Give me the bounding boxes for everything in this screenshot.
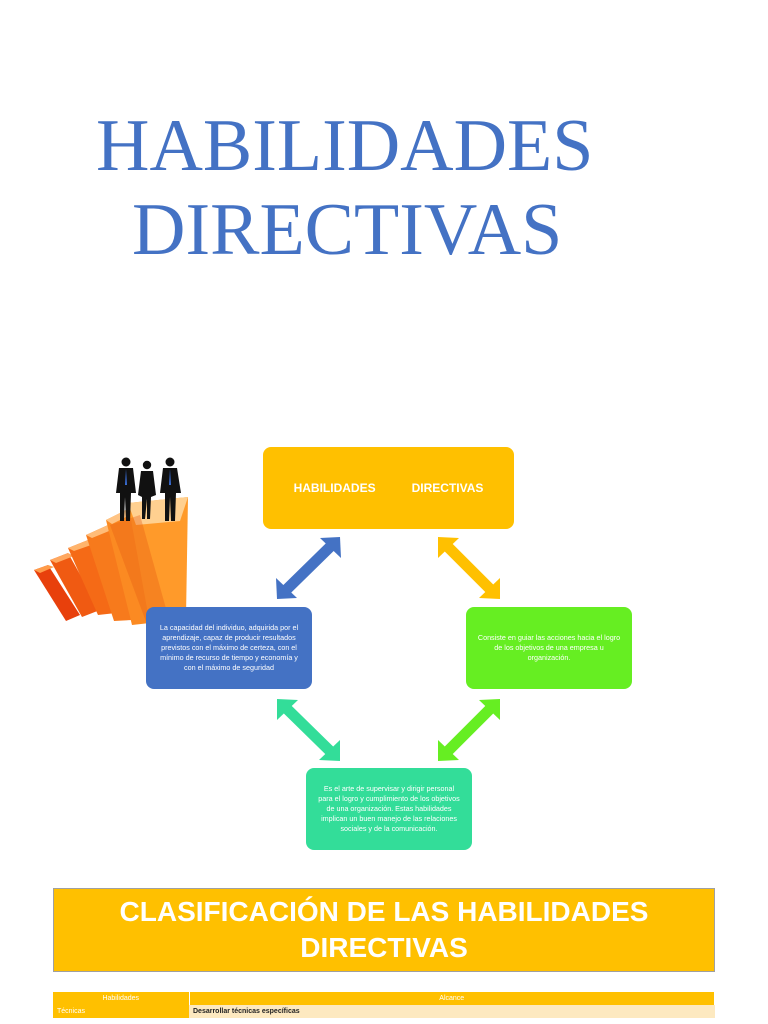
- top-box-word-1: HABILIDADES: [293, 481, 376, 495]
- page-title: HABILIDADES DIRECTIVAS: [96, 104, 593, 272]
- classification-title-line-1: CLASIFICACIÓN DE LAS HABILIDADES: [119, 896, 649, 927]
- table-cell-habilidad: Técnicas: [53, 1005, 189, 1018]
- diagram-box-habilidades-directivas: HABILIDADES DIRECTIVAS: [263, 447, 514, 529]
- business-people-on-stairs-icon: [34, 457, 188, 627]
- title-line-2: DIRECTIVAS: [132, 189, 563, 271]
- classification-title-line-2: DIRECTIVAS: [300, 932, 468, 963]
- top-box-word-2: DIRECTIVAS: [411, 481, 484, 495]
- diagram-box-left: La capacidad del individuo, adquirida po…: [146, 607, 312, 689]
- diagram-box-bottom: Es el arte de supervisar y dirigir perso…: [306, 768, 472, 850]
- table-header-habilidades: Habilidades: [53, 992, 190, 1005]
- table-cell-alcance: Desarrollar técnicas específicas: [189, 1005, 715, 1018]
- title-line-1: HABILIDADES: [96, 105, 594, 187]
- skills-table: Habilidades Alcance Técnicas Desarrollar…: [53, 992, 715, 1018]
- classification-banner: CLASIFICACIÓN DE LAS HABILIDADES DIRECTI…: [53, 888, 715, 972]
- teal-double-arrow-icon: [277, 699, 340, 761]
- table-header-row: Habilidades Alcance: [53, 992, 715, 1005]
- table-header-alcance: Alcance: [189, 992, 715, 1005]
- blue-double-arrow-icon: [276, 537, 341, 599]
- diagram-box-right: Consiste en guiar las acciones hacia el …: [466, 607, 632, 689]
- table-row: Técnicas Desarrollar técnicas específica…: [53, 1005, 715, 1018]
- green-double-arrow-icon: [438, 699, 500, 761]
- yellow-double-arrow-icon: [438, 537, 500, 599]
